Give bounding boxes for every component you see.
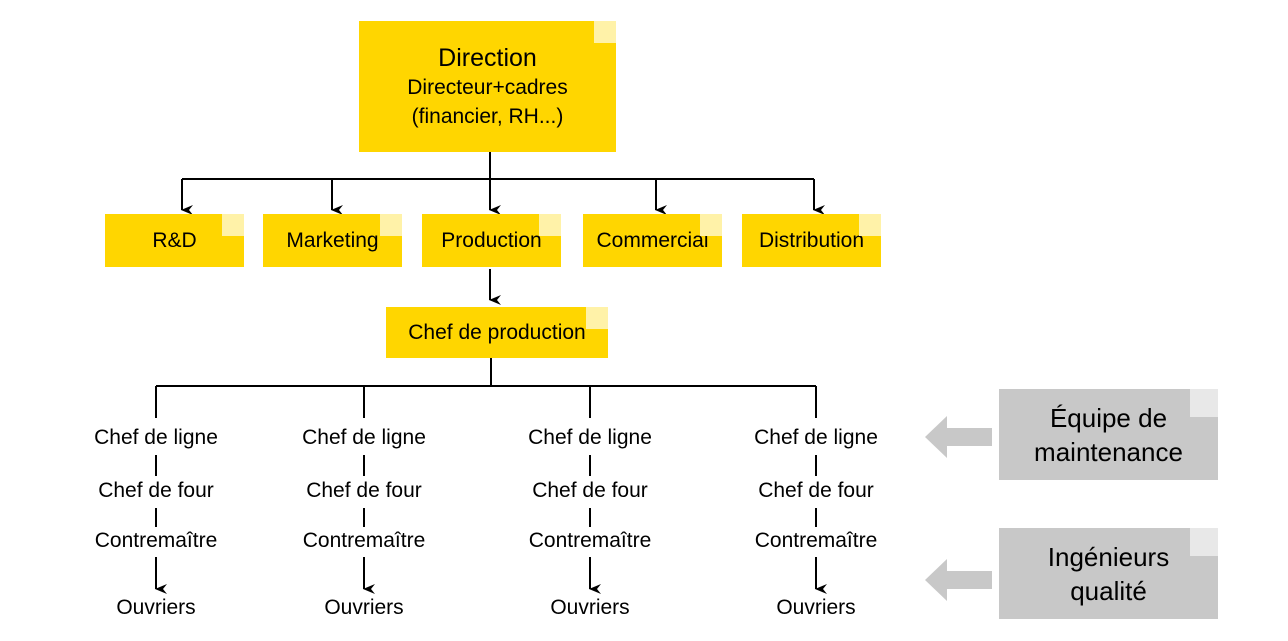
contremaitre: Contremaître	[528, 529, 652, 552]
chef-de-four: Chef de four	[532, 479, 648, 502]
chef-production-label: Chef de production	[408, 320, 586, 344]
department-label: Marketing	[286, 228, 379, 252]
fold-corner	[1190, 528, 1218, 556]
fold-corner	[222, 214, 244, 236]
contremaitre: Contremaître	[302, 529, 426, 552]
chef-production-box: Chef de production	[386, 307, 608, 358]
department-distribution: Distribution	[742, 214, 881, 267]
chef-de-four: Chef de four	[98, 479, 214, 502]
direction-line2: (financier, RH...)	[411, 104, 564, 128]
maintenance-line2: maintenance	[1034, 436, 1183, 467]
department-label: R&D	[152, 228, 197, 252]
maintenance-line1: Équipe de	[1049, 402, 1168, 433]
fold-corner	[380, 214, 402, 236]
direction-title: Direction	[438, 43, 537, 72]
chef-de-four: Chef de four	[758, 479, 874, 502]
contremaitre: Contremaître	[94, 529, 218, 552]
chef-de-four: Chef de four	[306, 479, 422, 502]
maintenance-arrow	[925, 416, 992, 458]
fold-corner	[594, 21, 616, 43]
department-marketing: Marketing	[263, 214, 402, 267]
chef-de-ligne: Chef de ligne	[754, 426, 878, 449]
ouvriers: Ouvriers	[116, 596, 196, 619]
ouvriers: Ouvriers	[324, 596, 404, 619]
fold-corner	[859, 214, 881, 236]
fold-corner	[586, 307, 608, 329]
department-commercial: Commercial	[583, 214, 722, 267]
department-label: Distribution	[758, 228, 865, 252]
ouvriers: Ouvriers	[550, 596, 630, 619]
direction-box: Direction Directeur+cadres (financier, R…	[359, 21, 616, 152]
contremaitre: Contremaître	[754, 529, 878, 552]
department-label: Commercial	[596, 228, 709, 252]
qualite-line2: qualité	[1070, 575, 1147, 606]
fold-corner	[1190, 389, 1218, 417]
chef-de-ligne: Chef de ligne	[528, 426, 652, 449]
qualite-arrow	[925, 559, 992, 601]
chef-de-ligne: Chef de ligne	[302, 426, 426, 449]
qualite-line1: Ingénieurs	[1047, 541, 1170, 572]
maintenance-note: Équipe de maintenance	[999, 389, 1218, 480]
fold-corner	[539, 214, 561, 236]
ouvriers: Ouvriers	[776, 596, 856, 619]
direction-line1: Directeur+cadres	[407, 75, 568, 99]
qualite-note: Ingénieurs qualité	[999, 528, 1218, 619]
fold-corner	[700, 214, 722, 236]
chef-de-ligne: Chef de ligne	[94, 426, 218, 449]
department-label: Production	[441, 228, 542, 252]
department-production: Production	[422, 214, 561, 267]
department-rd: R&D	[105, 214, 244, 267]
